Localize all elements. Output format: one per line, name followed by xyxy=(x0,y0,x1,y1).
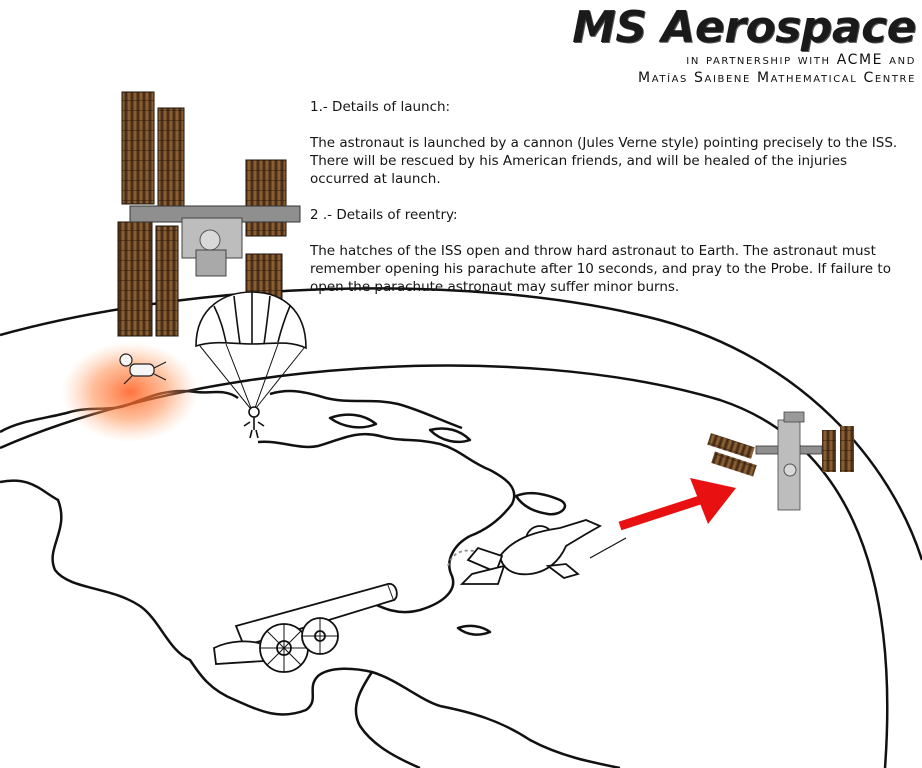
trajectory-arrow xyxy=(618,478,736,531)
brand-title: MS Aerospace xyxy=(572,2,916,53)
launch-heading: 1.- Details of launch: xyxy=(310,99,451,115)
falling-astronaut-small xyxy=(119,353,167,385)
reentry-text: The hatches of the ISS open and throw ha… xyxy=(310,243,891,295)
reentry-heading: 2 .- Details of reentry: xyxy=(310,207,458,223)
parachute-illustration xyxy=(195,291,307,439)
reentry-glow xyxy=(62,342,198,442)
continent-outline xyxy=(0,389,621,768)
brand-subtitle-line2: Matías Saibene Mathematical Centre xyxy=(638,70,916,86)
iss-large-illustration xyxy=(117,91,301,337)
launched-astronaut xyxy=(447,519,627,585)
mission-notes: 1.- Details of launch: The astronaut is … xyxy=(310,98,910,296)
launch-text: The astronaut is launched by a cannon (J… xyxy=(310,135,898,187)
cannon-illustration xyxy=(213,582,398,673)
iss-small-illustration xyxy=(707,411,854,511)
brand-subtitle-line1: in partnership with ACME and xyxy=(686,52,916,68)
